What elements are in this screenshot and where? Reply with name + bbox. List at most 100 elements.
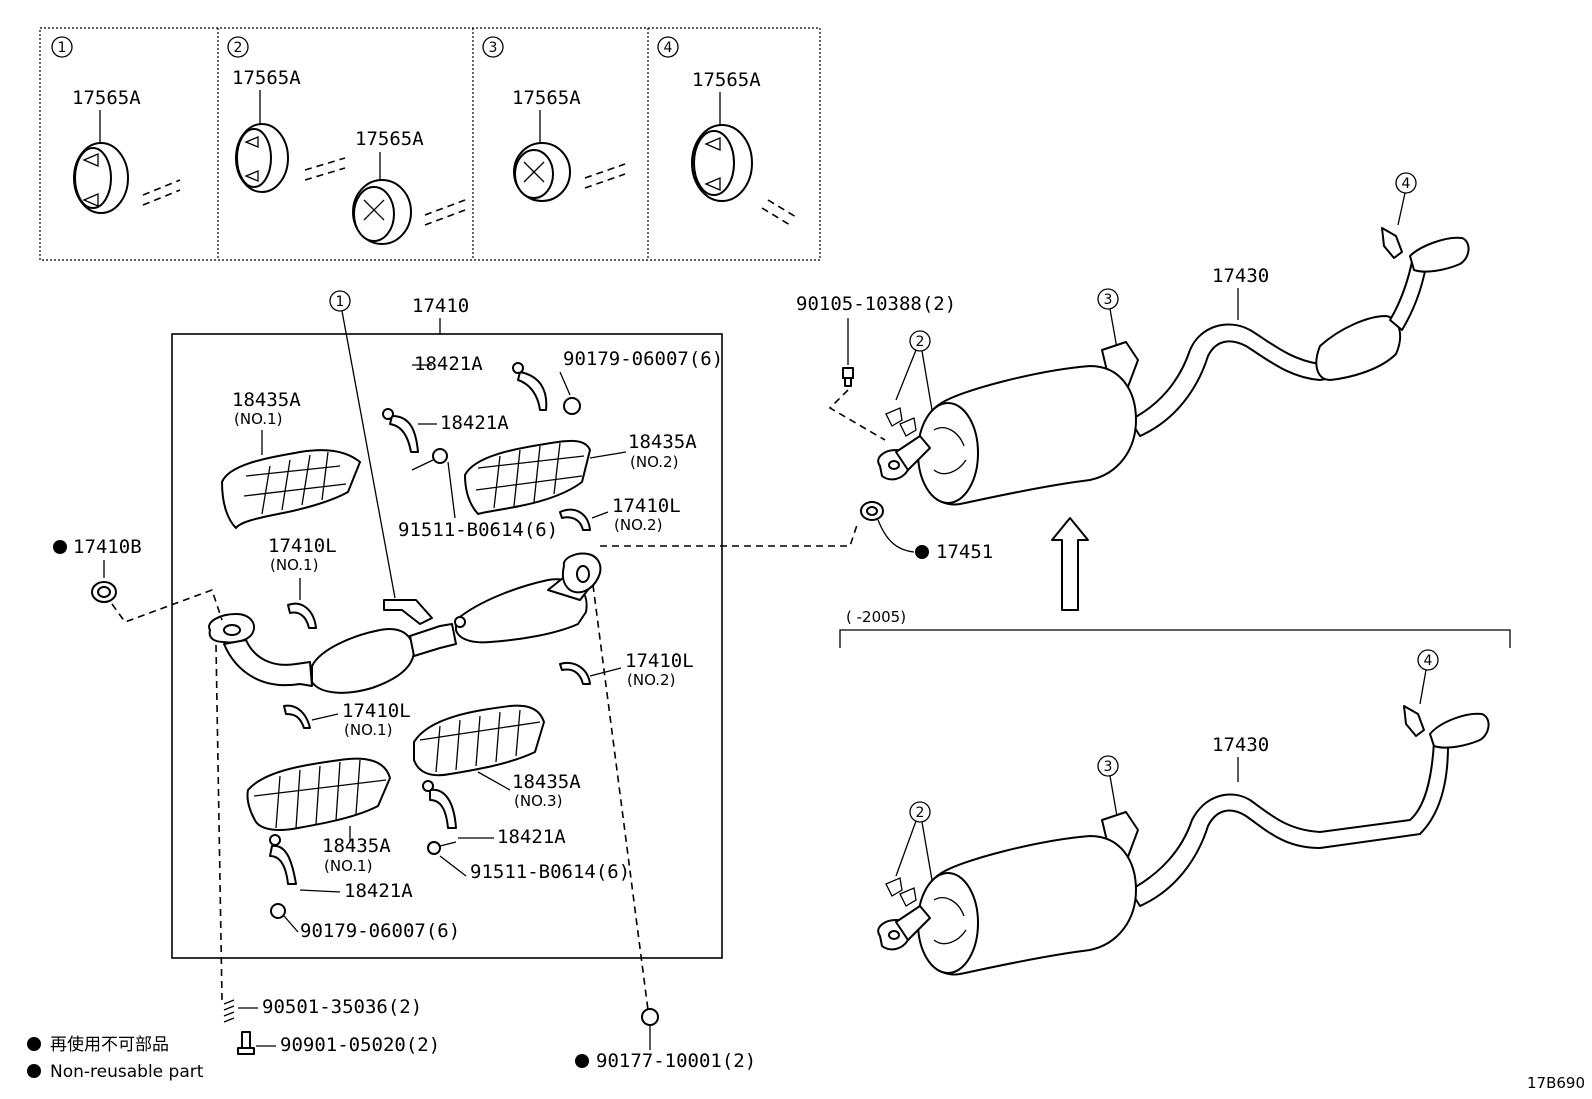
brackets-upper bbox=[287, 362, 609, 629]
bracket-hole bbox=[382, 408, 394, 420]
diagram-id: 17B690 bbox=[1527, 1074, 1585, 1092]
nut-icon bbox=[270, 903, 286, 919]
flange-hole bbox=[576, 565, 590, 583]
inset-3[interactable]: 3 17565A bbox=[482, 36, 626, 202]
part-label: 17451 bbox=[936, 541, 993, 563]
part-label: 18435A bbox=[322, 835, 391, 857]
hanger-bracket-icon bbox=[1381, 227, 1403, 259]
leader-line bbox=[589, 451, 627, 459]
year-range: ( -2005) bbox=[846, 608, 906, 626]
bolt-icon bbox=[844, 377, 852, 387]
front-pipe-assembly[interactable]: 17410 1 18421A 90179-06007(6) 18421A 184… bbox=[171, 290, 723, 959]
brackets-lower bbox=[283, 662, 622, 729]
tail-pipe-tube bbox=[1129, 741, 1449, 907]
part-label: 90501-35036(2) bbox=[262, 996, 422, 1018]
ref-circle-number: 4 bbox=[1402, 176, 1411, 192]
sensor-boss bbox=[454, 616, 466, 628]
inset-border bbox=[39, 27, 821, 261]
part-label: 17410L bbox=[342, 700, 411, 722]
flange-hole bbox=[223, 624, 241, 636]
bottom-hardware[interactable]: 90501-35036(2) 90901-05020(2) 90177-1000… bbox=[215, 584, 756, 1072]
flange-hole bbox=[888, 460, 900, 470]
gasket-left[interactable]: 17410B bbox=[53, 536, 223, 623]
bolt-head-icon bbox=[427, 841, 441, 855]
leader-line bbox=[895, 820, 933, 881]
part-label: 17410L bbox=[612, 495, 681, 517]
inset-1[interactable]: 1 17565A bbox=[51, 36, 181, 214]
assembly-number: 17430 bbox=[1212, 734, 1269, 756]
ref-circle bbox=[1097, 288, 1119, 310]
leader-line bbox=[477, 771, 511, 791]
assembly-dashed-line bbox=[111, 588, 223, 623]
legend-bullet bbox=[27, 1064, 41, 1078]
part-label: 18421A bbox=[414, 353, 483, 375]
leader-line bbox=[341, 310, 396, 599]
pipe-bracket-icon bbox=[383, 599, 433, 625]
heat-insulator-no2-upper bbox=[464, 439, 627, 515]
leader-line bbox=[589, 667, 622, 677]
ref-circle-number: 3 bbox=[1104, 759, 1113, 775]
part-label: 90179-06007(6) bbox=[563, 348, 723, 370]
ref-circle-number: 1 bbox=[336, 294, 345, 310]
tail-pipe-upper[interactable]: 17430 2 3 4 bbox=[877, 172, 1470, 506]
non-reusable-mark bbox=[915, 545, 929, 559]
range-bracket bbox=[839, 629, 1511, 648]
leader-line bbox=[895, 349, 933, 411]
ref-circle-number: 3 bbox=[1104, 292, 1113, 308]
leader-line bbox=[299, 889, 341, 893]
ref-circle bbox=[1097, 755, 1119, 777]
heat-insulator-no1-upper bbox=[221, 430, 361, 529]
hanger-hole-icon bbox=[704, 137, 721, 191]
assembly-number: 17430 bbox=[1212, 265, 1269, 287]
sub-muffler-icon bbox=[1315, 315, 1402, 381]
leader-line bbox=[591, 511, 609, 519]
inset-4[interactable]: 4 17565A bbox=[657, 36, 797, 226]
inset-2[interactable]: 2 17565A 17565A bbox=[227, 36, 466, 245]
part-label: 90179-06007(6) bbox=[300, 920, 460, 942]
heat-insulator-icon bbox=[246, 757, 391, 831]
heat-insulator-no1-lower bbox=[246, 757, 391, 842]
hanger-rubber-icon bbox=[514, 149, 554, 199]
non-reusable-mark bbox=[575, 1054, 589, 1068]
tail-pipe-tube bbox=[1129, 323, 1343, 437]
muffler-end-cap bbox=[917, 402, 979, 504]
part-label: 18421A bbox=[344, 880, 413, 902]
assembly-box bbox=[171, 333, 723, 959]
assembly-dashed-line bbox=[828, 389, 886, 441]
ref-circle-number: 4 bbox=[1424, 653, 1433, 669]
ref-circle-number: 4 bbox=[664, 40, 673, 56]
insulator-rib bbox=[243, 451, 347, 515]
bracket-icon bbox=[269, 844, 297, 885]
up-arrow-icon bbox=[1051, 517, 1089, 611]
leader-line bbox=[283, 915, 299, 933]
tail-pipe-tip-icon bbox=[1409, 236, 1470, 273]
ref-circle bbox=[1395, 172, 1417, 194]
heat-insulator-icon bbox=[413, 704, 545, 777]
hanger-rod bbox=[304, 157, 346, 181]
part-sublabel: (NO.1) bbox=[270, 556, 318, 574]
nut-icon bbox=[641, 1008, 659, 1026]
part-label: 18421A bbox=[440, 412, 509, 434]
part-label: 18435A bbox=[232, 389, 301, 411]
insulator-rib bbox=[475, 442, 585, 509]
stud-icon bbox=[885, 877, 917, 907]
hanger-hole-icon bbox=[363, 199, 385, 221]
variant-arrow bbox=[1051, 517, 1089, 611]
nut-icon bbox=[563, 397, 581, 415]
bracket-hole bbox=[269, 834, 281, 846]
ref-circle-number: 3 bbox=[489, 40, 498, 56]
part-sublabel: (NO.2) bbox=[614, 516, 662, 534]
part-label: 17410L bbox=[625, 650, 694, 672]
muffler-end-cap bbox=[917, 872, 979, 974]
leader-line bbox=[877, 519, 915, 553]
ref-circle bbox=[329, 290, 351, 312]
catalytic-converter-icon bbox=[311, 628, 415, 694]
leader-line bbox=[1397, 192, 1406, 226]
legend: 再使用不可部品 Non-reusable part bbox=[27, 1034, 204, 1082]
part-label: 17410B bbox=[73, 536, 142, 558]
tail-pipe-lower[interactable]: ( -2005) 17430 2 3 4 bbox=[839, 608, 1511, 976]
ref-circle-number: 1 bbox=[58, 40, 67, 56]
connection-right[interactable]: 17451 90105-10388(2) bbox=[600, 293, 993, 563]
part-sublabel: (NO.2) bbox=[627, 671, 675, 689]
hanger-hole-icon bbox=[244, 136, 259, 182]
